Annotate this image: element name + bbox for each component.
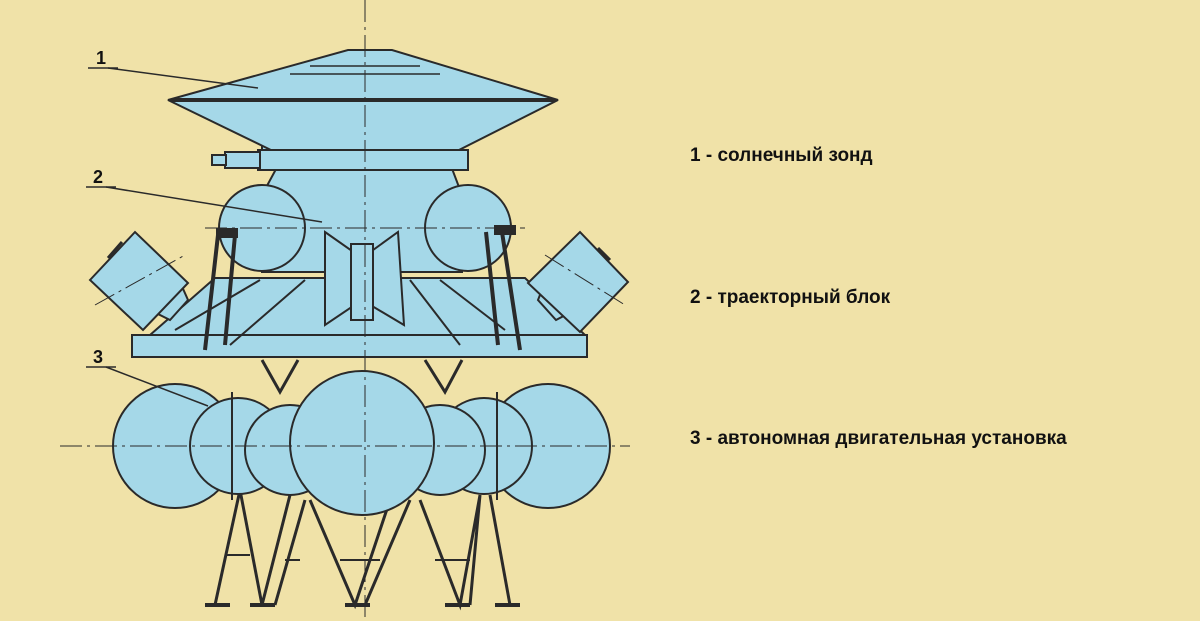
legend-item-propulsion-unit: 3 - автономная двигательная установка — [690, 428, 1067, 449]
propulsion-unit — [112, 359, 611, 516]
centerlines — [60, 0, 630, 621]
landing-legs — [205, 489, 520, 611]
probe-upper-cone — [167, 49, 559, 101]
tank-sphere-center — [289, 370, 435, 516]
trajectory-block — [88, 157, 630, 358]
callout-number-1: 1 — [96, 48, 106, 68]
probe-attachment-ring — [257, 149, 469, 171]
legend-item-trajectory-block: 2 - траекторный блок — [690, 287, 891, 308]
callout-number-3: 3 — [93, 347, 103, 367]
trajectory-base-plate — [131, 334, 588, 358]
legend-item-solar-probe: 1 - солнечный зонд — [690, 145, 873, 166]
side-boom — [224, 151, 261, 169]
probe-lower-cone — [167, 99, 559, 153]
solar-probe — [167, 49, 559, 171]
side-instrument-right — [526, 230, 630, 334]
callout-number-2: 2 — [93, 167, 103, 187]
callout-leaders — [86, 67, 323, 407]
